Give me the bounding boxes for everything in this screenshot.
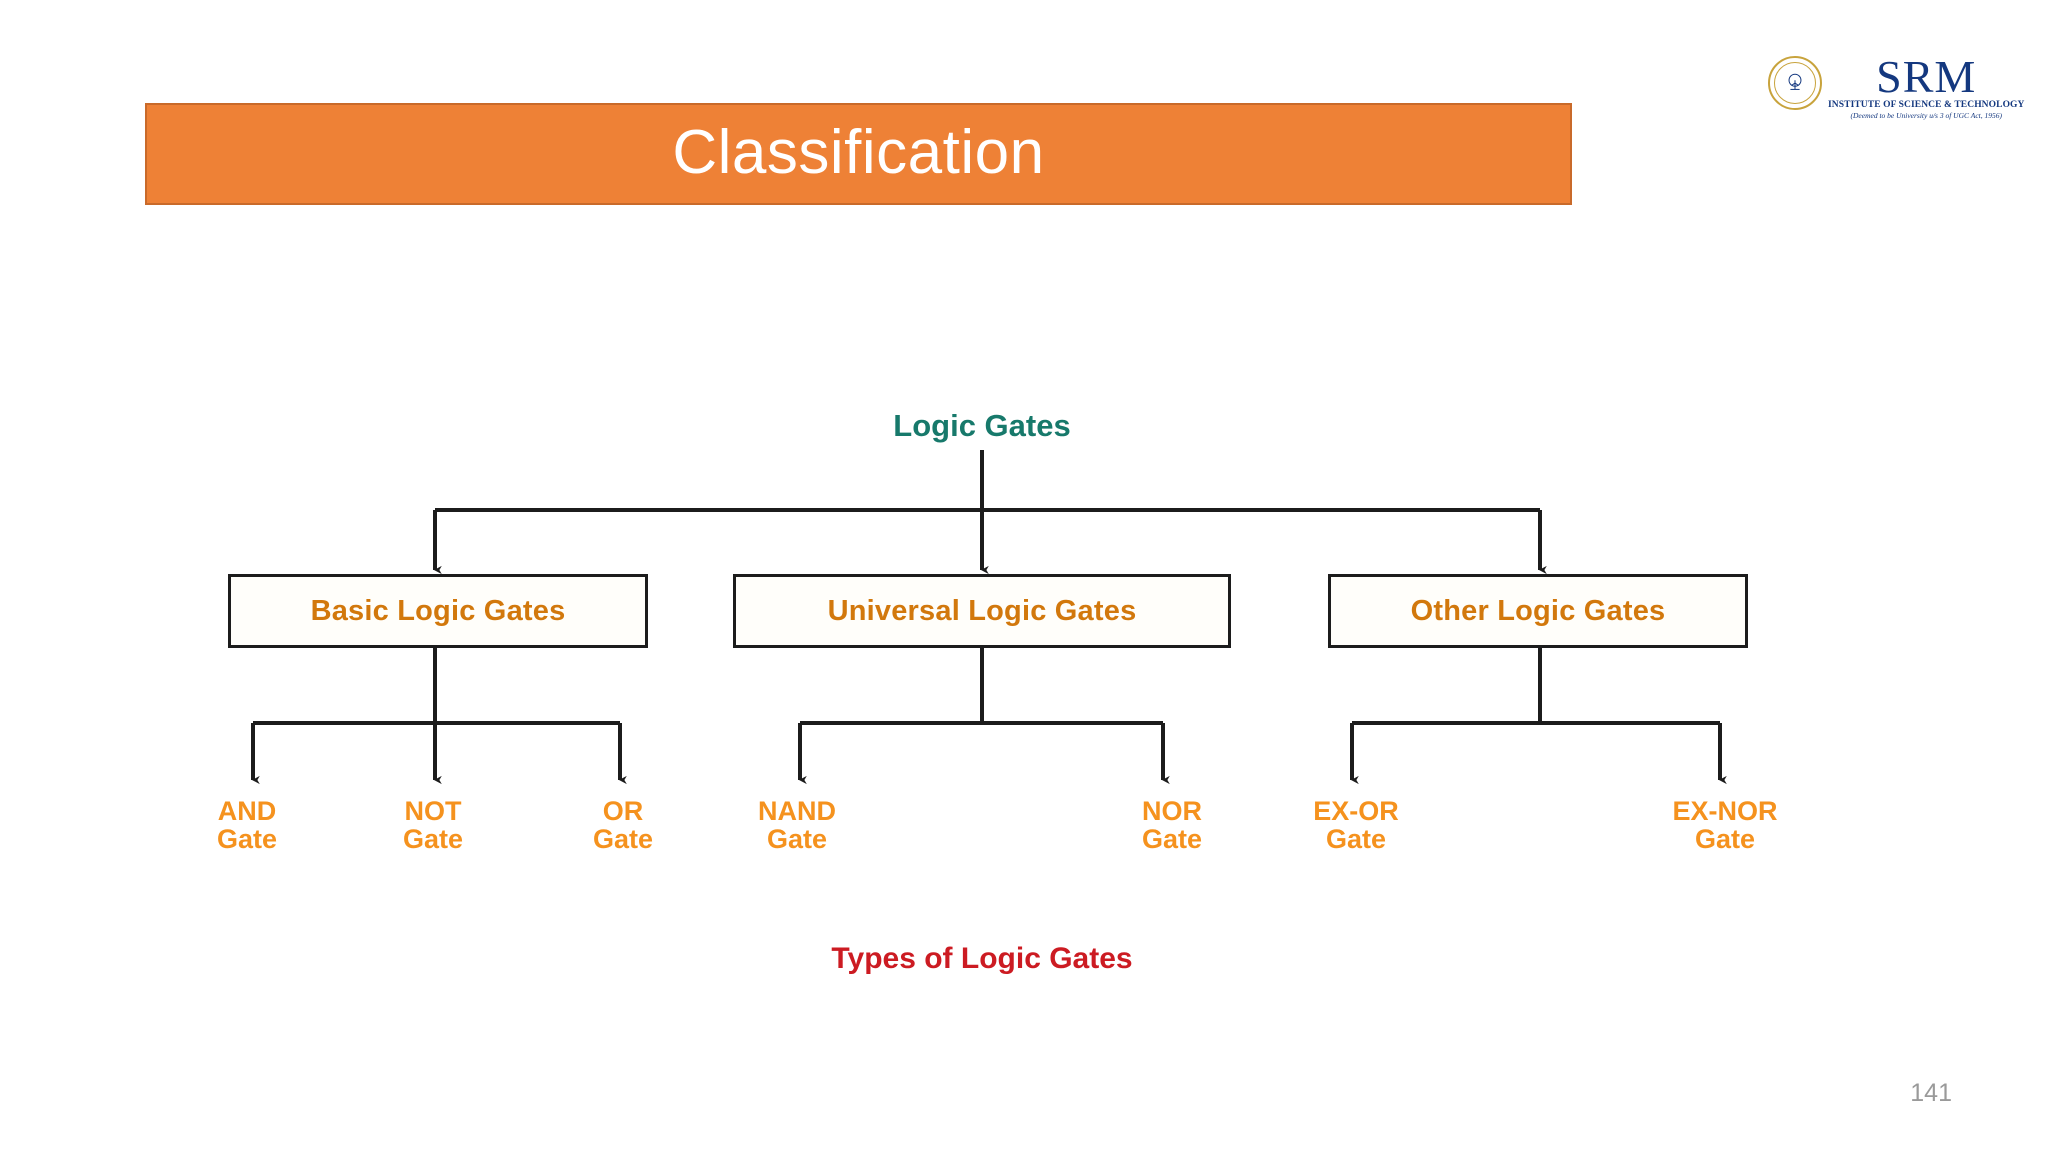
leaf-nor-gate-line1: NOR <box>1142 796 1202 826</box>
logic-gate-classification-diagram: Logic Gates Basic Logic Gates Universal … <box>0 380 2048 1040</box>
leaf-nor-gate: NOR Gate <box>1141 796 1203 854</box>
connector-lines <box>251 450 1727 785</box>
category-box-other-logic-gates: Other Logic Gates <box>1328 574 1748 648</box>
leaf-and-gate-line1: AND <box>217 796 277 826</box>
leaf-or-gate-line1: OR <box>602 796 644 826</box>
leaf-ex-nor-gate-line1: EX-NOR <box>1672 796 1778 826</box>
leaf-ex-or-gate: EX-OR Gate <box>1313 796 1399 854</box>
srm-logo: SRM INSTITUTE OF SCIENCE & TECHNOLOGY (D… <box>1768 54 2024 127</box>
leaf-ex-nor-gate-line2: Gate <box>1694 823 1756 854</box>
leaf-and-gate: AND Gate <box>216 796 278 854</box>
root-node-logic-gates: Logic Gates <box>893 408 1071 443</box>
srm-wordmark: SRM <box>1876 51 1977 102</box>
leaf-or-gate: OR Gate <box>592 796 654 854</box>
tree-icon <box>1788 73 1802 90</box>
srm-institute-line: INSTITUTE OF SCIENCE & TECHNOLOGY <box>1828 99 2025 110</box>
category-label-other-logic-gates: Other Logic Gates <box>1410 594 1666 627</box>
category-label-universal-logic-gates: Universal Logic Gates <box>827 594 1137 627</box>
leaf-nand-gate-line1: NAND <box>758 796 836 826</box>
leaf-or-gate-line2: Gate <box>592 823 654 854</box>
leaf-ex-or-gate-line1: EX-OR <box>1313 796 1399 826</box>
leaf-not-gate-line1: NOT <box>404 796 462 826</box>
leaf-ex-nor-gate: EX-NOR Gate <box>1672 796 1778 854</box>
leaf-not-gate-line2: Gate <box>402 823 464 854</box>
leaf-nand-gate: NAND Gate <box>758 796 836 854</box>
leaf-and-gate-line2: Gate <box>216 823 278 854</box>
category-label-basic-logic-gates: Basic Logic Gates <box>310 594 566 627</box>
title-banner: Classification <box>145 103 1572 205</box>
srm-deemed-line: (Deemed to be University u/s 3 of UGC Ac… <box>1850 110 2003 120</box>
leaf-nor-gate-line2: Gate <box>1141 823 1203 854</box>
page-number: 141 <box>1910 1079 1952 1107</box>
leaf-ex-or-gate-line2: Gate <box>1325 823 1387 854</box>
srm-wordmark-group: SRM INSTITUTE OF SCIENCE & TECHNOLOGY (D… <box>1828 51 2025 120</box>
srm-seal-icon <box>1768 56 1822 110</box>
leaf-not-gate: NOT Gate <box>402 796 464 854</box>
diagram-caption: Types of Logic Gates <box>831 942 1133 975</box>
category-box-basic-logic-gates: Basic Logic Gates <box>228 574 648 648</box>
leaf-nand-gate-line2: Gate <box>766 823 828 854</box>
category-box-universal-logic-gates: Universal Logic Gates <box>733 574 1231 648</box>
page-title: Classification <box>672 118 1045 187</box>
